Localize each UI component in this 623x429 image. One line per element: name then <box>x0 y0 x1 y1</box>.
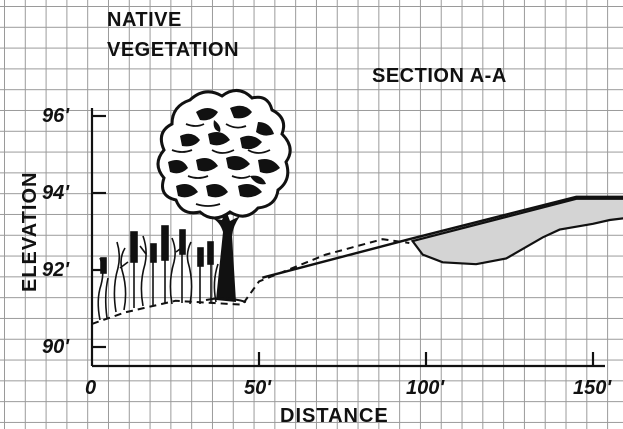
x-tick-label: 0 <box>85 377 97 399</box>
y-tick-label: 94' <box>42 182 70 204</box>
vegetation-annotation-line1: NATIVE <box>107 9 182 31</box>
x-tick-label: 150' <box>573 377 612 399</box>
x-axis-title: DISTANCE <box>280 405 389 427</box>
section-title: SECTION A-A <box>372 65 507 87</box>
proposed-grade-line <box>261 195 623 279</box>
basin-fill <box>410 197 623 266</box>
x-tick-label: 100' <box>406 377 445 399</box>
x-tick-label: 50' <box>244 377 272 399</box>
y-tick-marks <box>92 114 106 349</box>
y-tick-label: 92' <box>42 259 70 281</box>
y-tick-label: 96' <box>42 105 70 127</box>
existing-ground-dashed <box>91 238 410 325</box>
y-axis-title: ELEVATION <box>19 171 41 292</box>
cattail-reeds-icon <box>97 225 219 321</box>
tree-icon <box>156 89 292 303</box>
vegetation-annotation-line2: VEGETATION <box>107 39 240 61</box>
x-tick-marks <box>257 352 595 366</box>
y-tick-label: 90' <box>42 336 70 358</box>
